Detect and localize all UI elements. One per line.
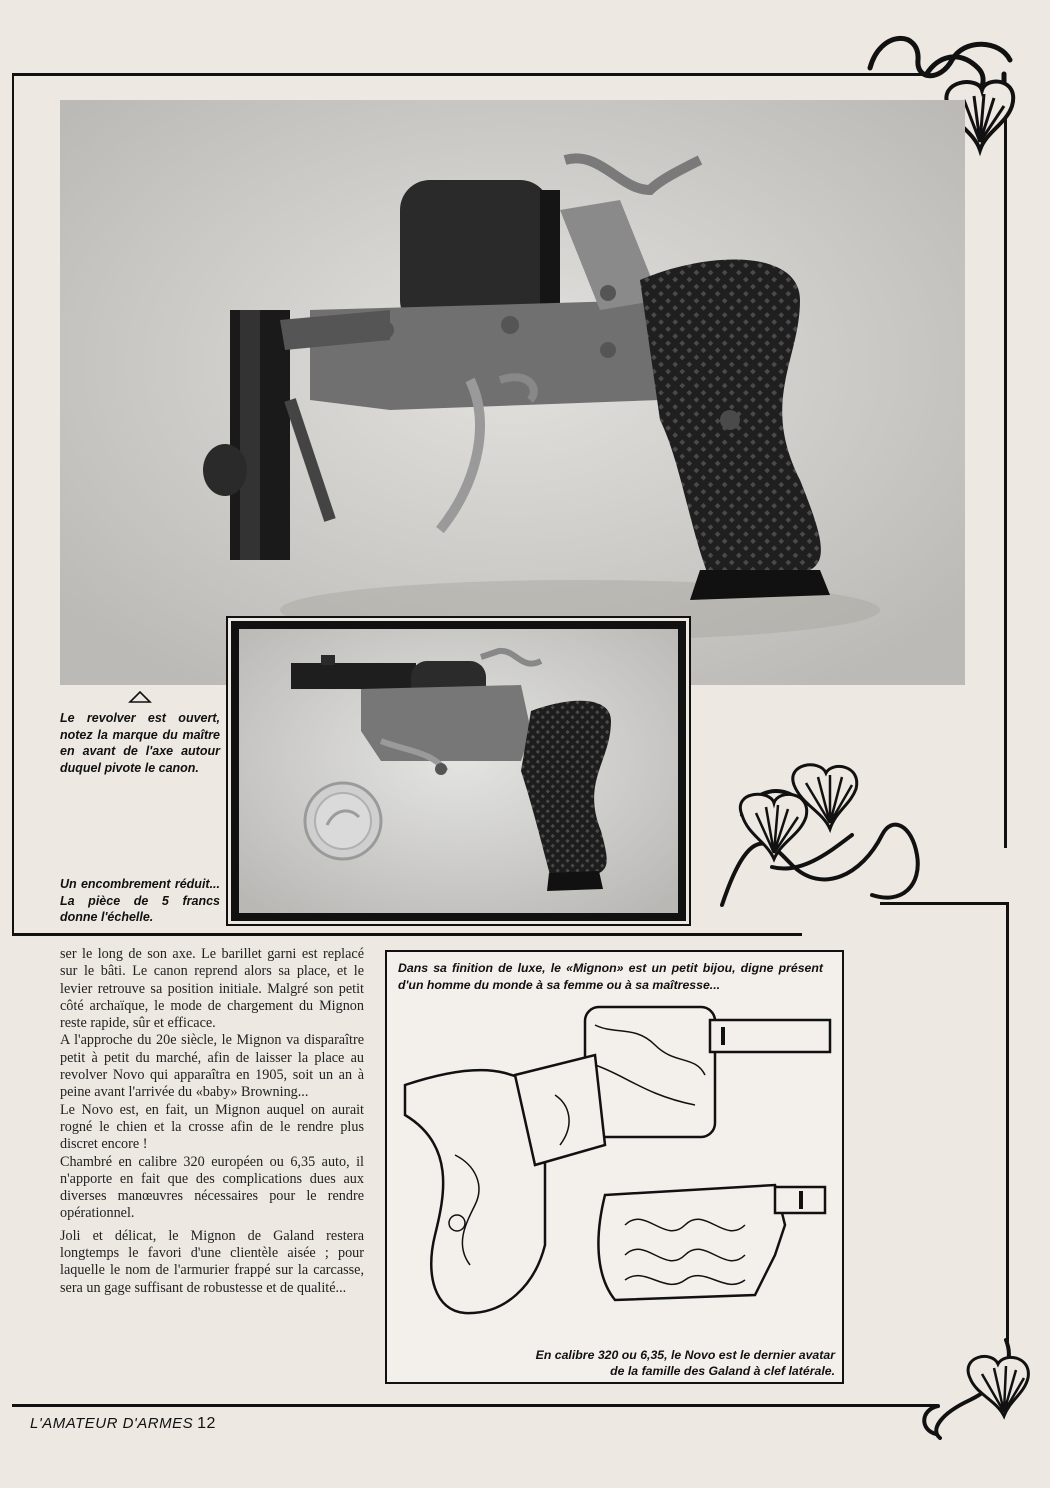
top-rule [12,73,927,76]
lower-connector [880,902,1008,905]
photo-revolver-open [60,100,965,685]
ornament-top-right [867,35,1016,157]
bottom-rule [12,1404,937,1407]
mid-rule [12,933,802,936]
body-paragraph: Chambré en calibre 320 européen ou 6,35 … [60,1153,364,1222]
article-body: ser le long de son axe. Le barillet garn… [60,946,364,1297]
page-number: 12 [197,1415,216,1432]
left-rule-upper [12,73,14,936]
body-paragraph: ser le long de son axe. Le barillet garn… [60,946,364,1032]
body-paragraph: A l'approche du 20e siècle, le Mignon va… [60,1032,364,1101]
magazine-title: L'AMATEUR D'ARMES [30,1415,194,1432]
right-rule-top [1004,118,1007,848]
photo-revolver-coin [226,616,691,926]
caption-finition-luxe: Dans sa finition de luxe, le «Mignon» es… [398,961,823,992]
ornament-middle-right [720,763,920,907]
ornament-bottom-right [922,1338,1030,1440]
body-paragraph: Joli et délicat, le Mignon de Galand res… [60,1227,364,1296]
caption-revolver-open: Le revolver est ouvert, notez la marque … [60,711,220,775]
body-paragraph: Le Novo est, en fait, un Mignon auquel o… [60,1101,364,1153]
caption-calibre-novo: En calibre 320 ou 6,35, le Novo est le d… [535,1348,835,1378]
caption-pointer-triangle-icon [128,690,152,703]
illustration-engraved-revolvers [403,1005,832,1315]
right-rule-lower [1006,902,1009,1342]
caption-encombrement: Un encombrement réduit... La pièce de 5 … [60,877,220,924]
